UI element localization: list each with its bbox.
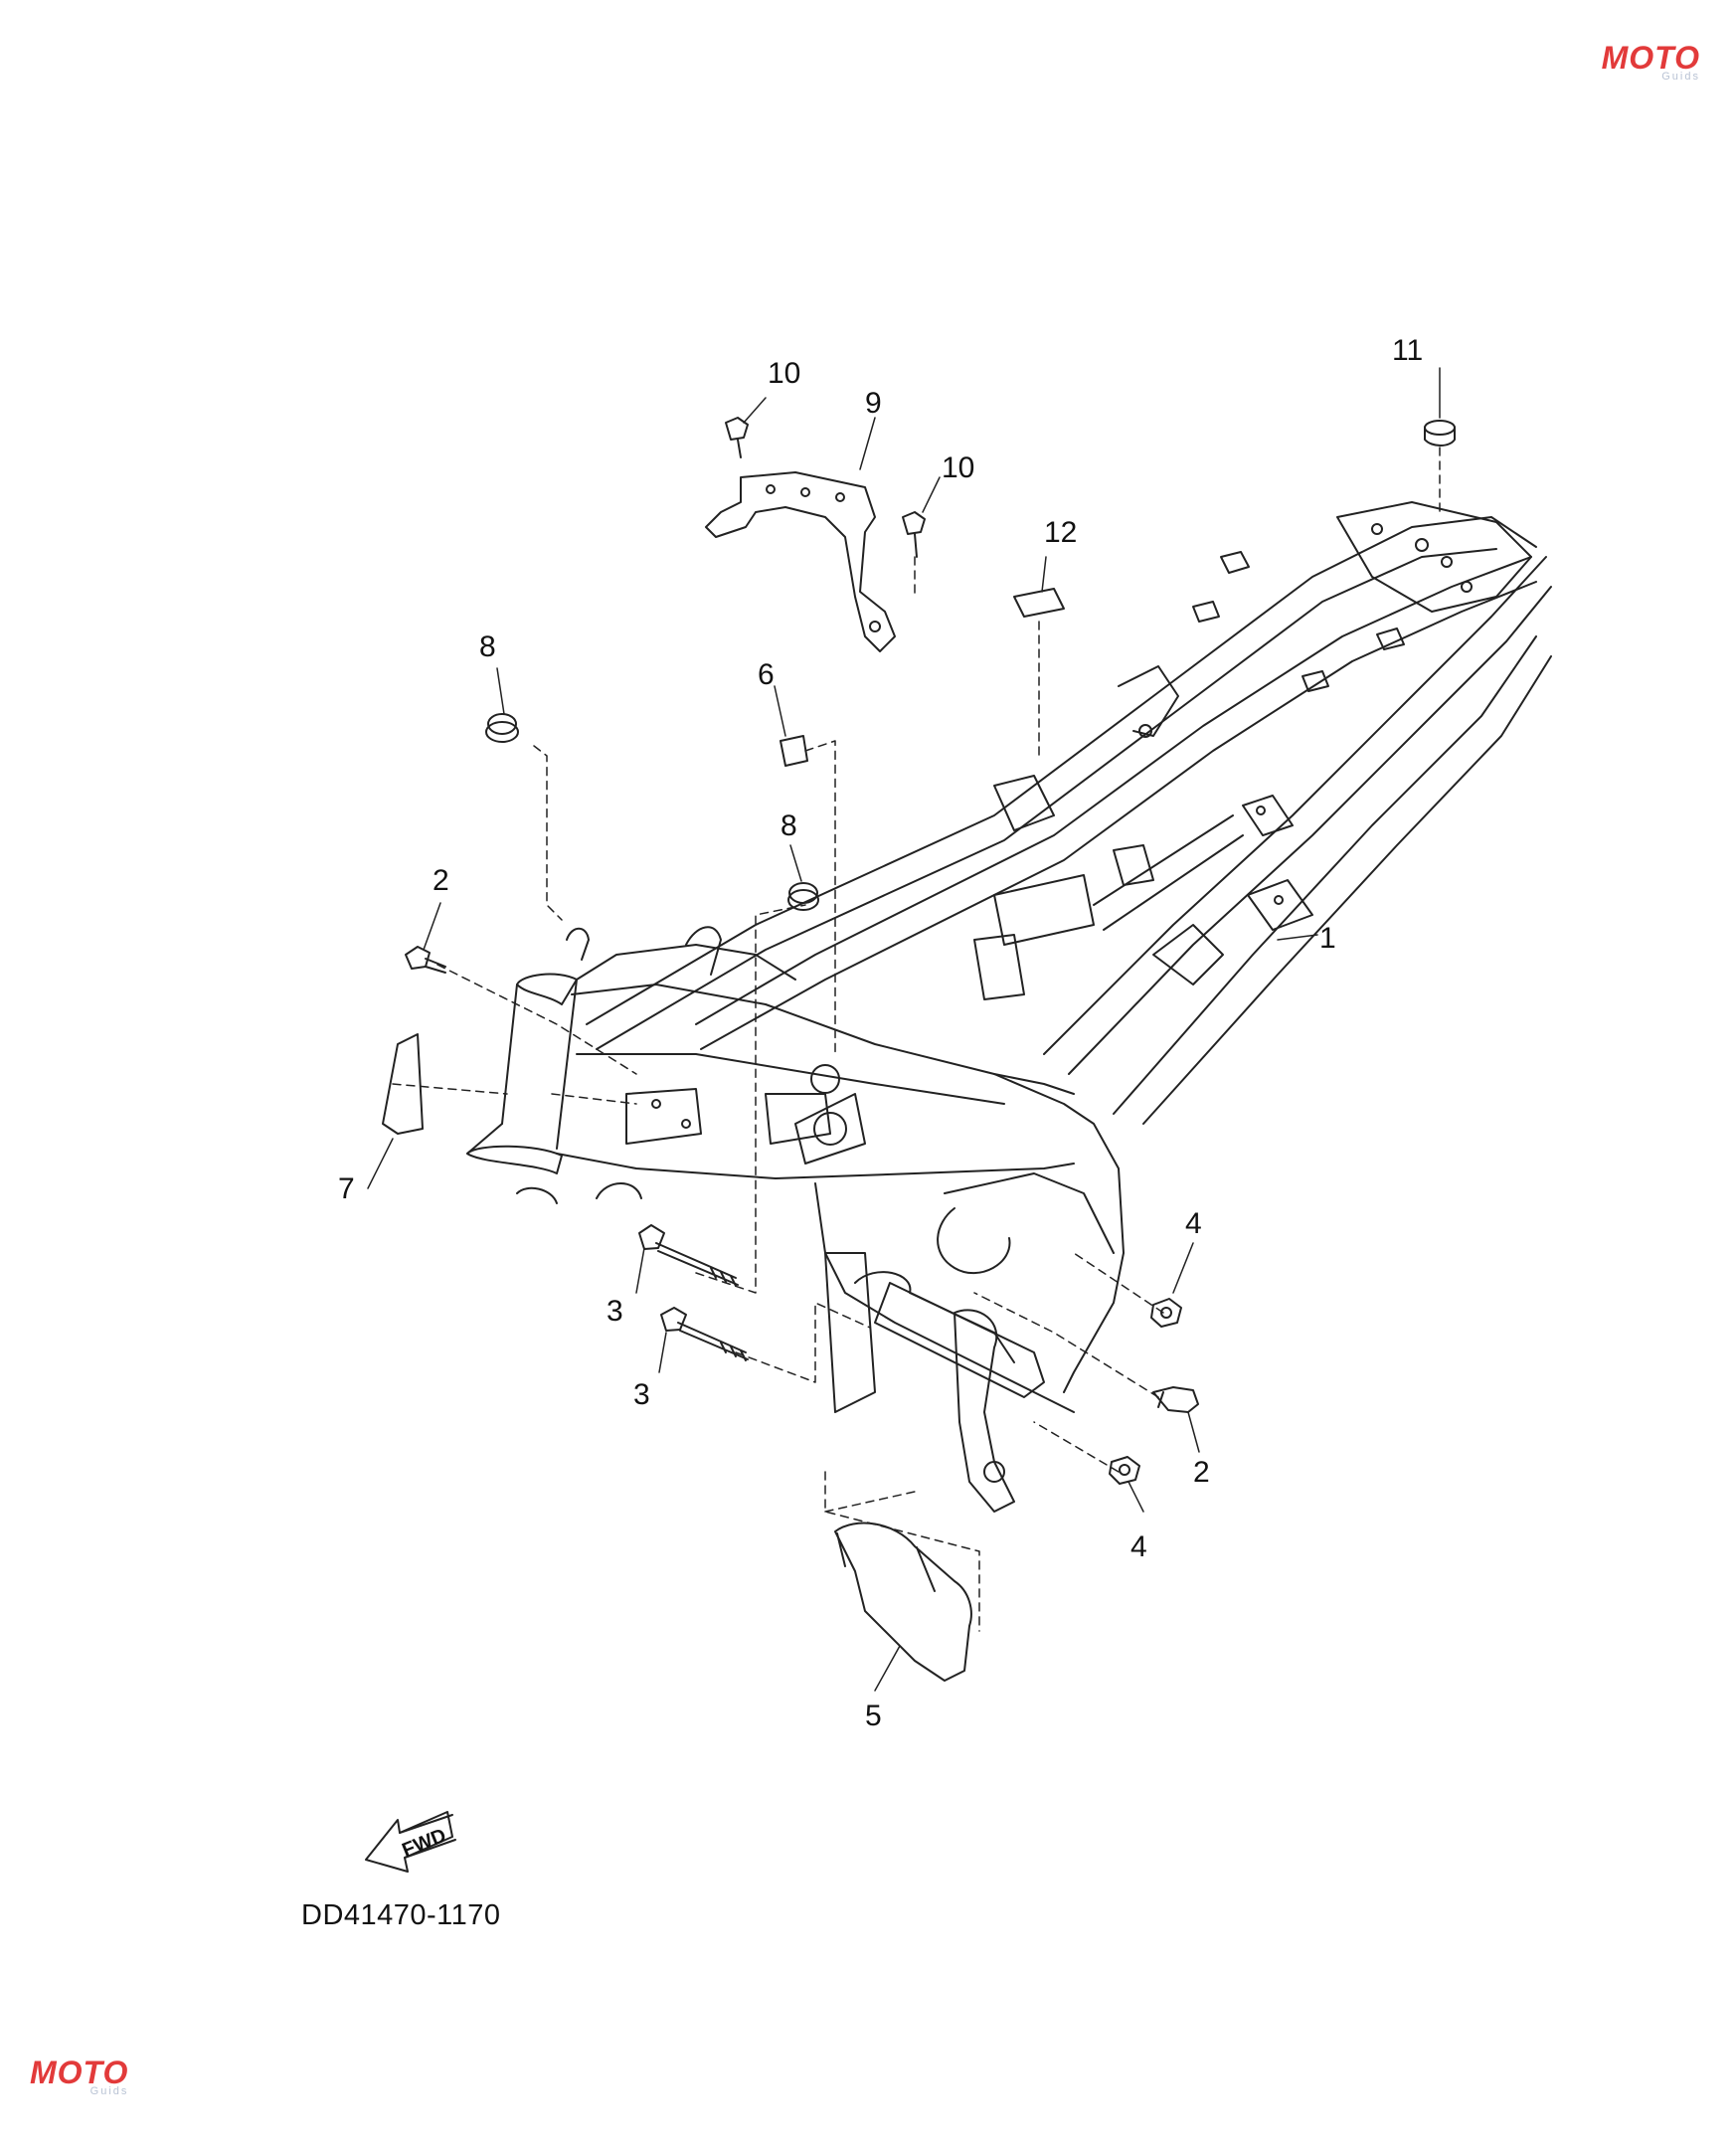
callout-4-upper: 4	[1185, 1207, 1202, 1240]
callout-8-lower: 8	[781, 809, 797, 842]
callout-5: 5	[865, 1700, 882, 1732]
clip-part-6	[780, 735, 808, 767]
bolt-part-10-upper	[725, 417, 749, 458]
nut-part-4-lower	[1109, 1456, 1140, 1485]
callout-3-upper: 3	[607, 1295, 623, 1328]
grommet-part-8-upper	[485, 713, 519, 743]
callout-2-upper: 2	[433, 864, 449, 897]
logo-brand-text: MOTO	[1601, 40, 1700, 76]
callout-11: 11	[1392, 334, 1423, 367]
logo-brand-text-bottom: MOTO	[30, 2055, 129, 2090]
bolt-part-10-right	[902, 511, 926, 558]
callout-2-lower: 2	[1193, 1456, 1210, 1489]
callout-6: 6	[758, 658, 775, 691]
nut-part-4-upper	[1150, 1298, 1182, 1328]
fwd-arrow-icon: FWD	[365, 1811, 456, 1873]
moto-guids-logo-top: MOTO Guids	[1602, 40, 1700, 83]
callout-4-lower: 4	[1130, 1530, 1147, 1563]
bolt-part-3-upper	[638, 1224, 739, 1287]
pad-part-7	[382, 1033, 424, 1135]
guard-part-5	[834, 1522, 972, 1682]
callout-12: 12	[1044, 516, 1077, 549]
callout-9: 9	[865, 387, 882, 420]
assembly-guide-lines	[392, 447, 1441, 1632]
diagram-code: DD41470-1170	[301, 1899, 501, 1931]
callout-1: 1	[1319, 922, 1336, 955]
label-part-12	[1013, 588, 1065, 618]
bolt-part-3-lower	[660, 1307, 749, 1361]
leader-lines	[367, 367, 1441, 1692]
logo-sub-text-bottom: Guids	[89, 2085, 129, 2097]
callout-3-lower: 3	[633, 1378, 650, 1411]
grommet-part-8-lower	[787, 882, 819, 911]
callout-10-upper: 10	[768, 357, 800, 390]
main-frame	[466, 501, 1552, 1513]
moto-guids-logo-bottom: MOTO Guids	[30, 2055, 128, 2097]
bolt-part-2-upper	[405, 946, 446, 974]
cap-part-11	[1424, 420, 1456, 447]
callout-7: 7	[338, 1172, 355, 1205]
bolt-part-2-lower	[1152, 1386, 1199, 1413]
bracket-part-9	[705, 471, 896, 652]
callout-numbers: 1 2 2 3 3 4 4 5 6 7 8 8 9 10 10 11 12	[338, 334, 1423, 1732]
logo-sub-text: Guids	[1661, 71, 1700, 83]
callout-8-upper: 8	[479, 630, 496, 663]
callout-10-right: 10	[942, 451, 974, 484]
